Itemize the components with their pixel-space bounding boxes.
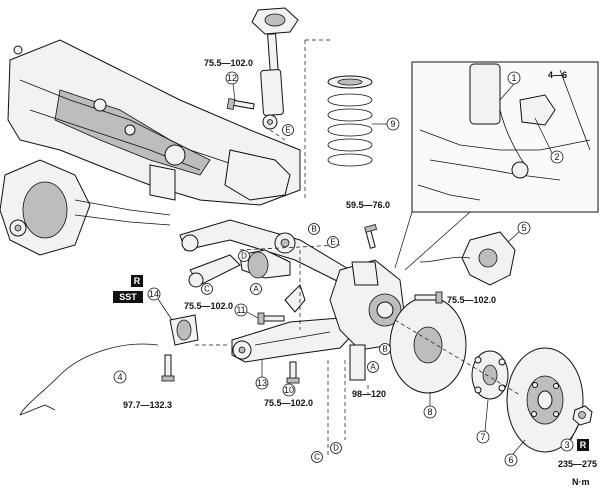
brake-caliper: [419, 231, 516, 286]
svg-text:6: 6: [508, 455, 513, 465]
torque-label-knuckle-lower: 98—120: [352, 389, 386, 399]
bolt-11: [257, 312, 285, 325]
svg-text:13: 13: [257, 378, 267, 388]
dust-cover: [389, 296, 467, 394]
callout-14: 14: [147, 287, 173, 321]
svg-text:7: 7: [480, 432, 485, 442]
svg-text:B: B: [382, 345, 387, 354]
lower-arm: [231, 317, 356, 363]
svg-text:B: B: [311, 225, 316, 234]
callout-13: 13: [255, 360, 269, 390]
rear-knuckle: [329, 259, 406, 381]
shock-bolt: [226, 98, 255, 110]
svg-text:10: 10: [284, 385, 294, 395]
svg-text:D: D: [333, 444, 339, 453]
svg-text:E: E: [330, 238, 335, 247]
svg-text:R: R: [580, 440, 587, 450]
ref-letter-D-upper: D: [238, 250, 250, 262]
svg-text:E: E: [285, 126, 290, 135]
svg-text:12: 12: [227, 73, 237, 83]
callout-4: 4: [113, 370, 127, 384]
replace-tag-hub-nut: R: [577, 439, 589, 451]
svg-text:11: 11: [236, 305, 245, 315]
ref-letter-A-lower: A: [367, 361, 379, 373]
assembly-guide-lines: [195, 39, 521, 455]
svg-text:A: A: [253, 285, 259, 294]
svg-text:1: 1: [511, 73, 516, 83]
link-bracket: [284, 284, 306, 313]
torque-label-hub-nut: 235—275: [558, 459, 597, 469]
ref-letter-A-upper: A: [250, 283, 262, 295]
trailing-link: [179, 219, 351, 286]
svg-text:8: 8: [427, 407, 432, 417]
torque-label-shock-upper: 75.5—102.0: [204, 58, 253, 68]
brake-disc: [506, 347, 584, 453]
bushing: [161, 314, 199, 382]
callout-5: 5: [507, 221, 531, 243]
shock-absorber: [251, 7, 299, 130]
callout-2: 2: [534, 117, 564, 164]
bolt-knuckle-right: [414, 291, 443, 304]
ref-letter-E-upper: E: [327, 236, 339, 248]
ref-letter-E-shock: E: [282, 124, 294, 136]
lateral-link: [188, 254, 241, 288]
svg-text:SST: SST: [119, 292, 137, 302]
svg-text:9: 9: [390, 119, 395, 129]
torque-label-bushing-bolt: 97.7—132.3: [123, 400, 172, 410]
bolt-10: [286, 361, 300, 384]
torque-label-knuckle-right: 75.5—102.0: [447, 295, 496, 305]
hub-nut: [572, 405, 593, 426]
svg-text:C: C: [204, 285, 210, 294]
callout-6: 6: [504, 439, 526, 467]
callout-7: 7: [476, 399, 490, 444]
callout-1: 1: [499, 71, 521, 101]
svg-text:2: 2: [554, 152, 559, 162]
svg-text:5: 5: [521, 223, 526, 233]
coil-spring: [327, 75, 373, 167]
sst-tag: SST: [113, 291, 143, 303]
parking-brake-cable: [19, 343, 159, 416]
ref-letter-D-lower: D: [330, 442, 342, 454]
torque-label-abs-sensor: 4—6: [548, 70, 567, 80]
torque-label-lower-arm: 75.5—102.0: [264, 398, 313, 408]
ref-letter-C-upper: C: [201, 283, 213, 295]
callout-11: 11: [234, 303, 259, 319]
callout-3: 3: [560, 424, 579, 452]
differential: [0, 159, 171, 256]
ref-letter-B-lower: B: [379, 343, 391, 355]
callout-9: 9: [372, 117, 400, 131]
ref-letter-B-upper: B: [308, 223, 320, 235]
bolt-caliper-bracket: [364, 224, 378, 249]
inset-leader-lines: [394, 211, 471, 271]
rear-subframe: [7, 39, 301, 206]
svg-text:C: C: [314, 453, 320, 462]
replace-tag-bushing: R: [131, 275, 143, 287]
torque-unit-label: N·m: [572, 477, 590, 487]
svg-text:R: R: [134, 276, 141, 286]
svg-text:14: 14: [149, 289, 159, 299]
callout-8: 8: [423, 392, 437, 419]
ref-letter-C-lower: C: [311, 451, 323, 463]
torque-label-link-left: 75.5—102.0: [184, 301, 233, 311]
wheel-hub: [471, 350, 509, 400]
svg-text:A: A: [370, 363, 376, 372]
callout-10: 10: [282, 383, 296, 397]
torque-label-caliper-bracket: 59.5—76.0: [346, 200, 390, 210]
inset-detail-box: [411, 61, 599, 213]
drive-shaft: [239, 249, 291, 279]
svg-text:D: D: [241, 252, 247, 261]
svg-text:4: 4: [117, 372, 122, 382]
svg-text:3: 3: [564, 440, 569, 450]
callout-12: 12: [225, 71, 239, 101]
